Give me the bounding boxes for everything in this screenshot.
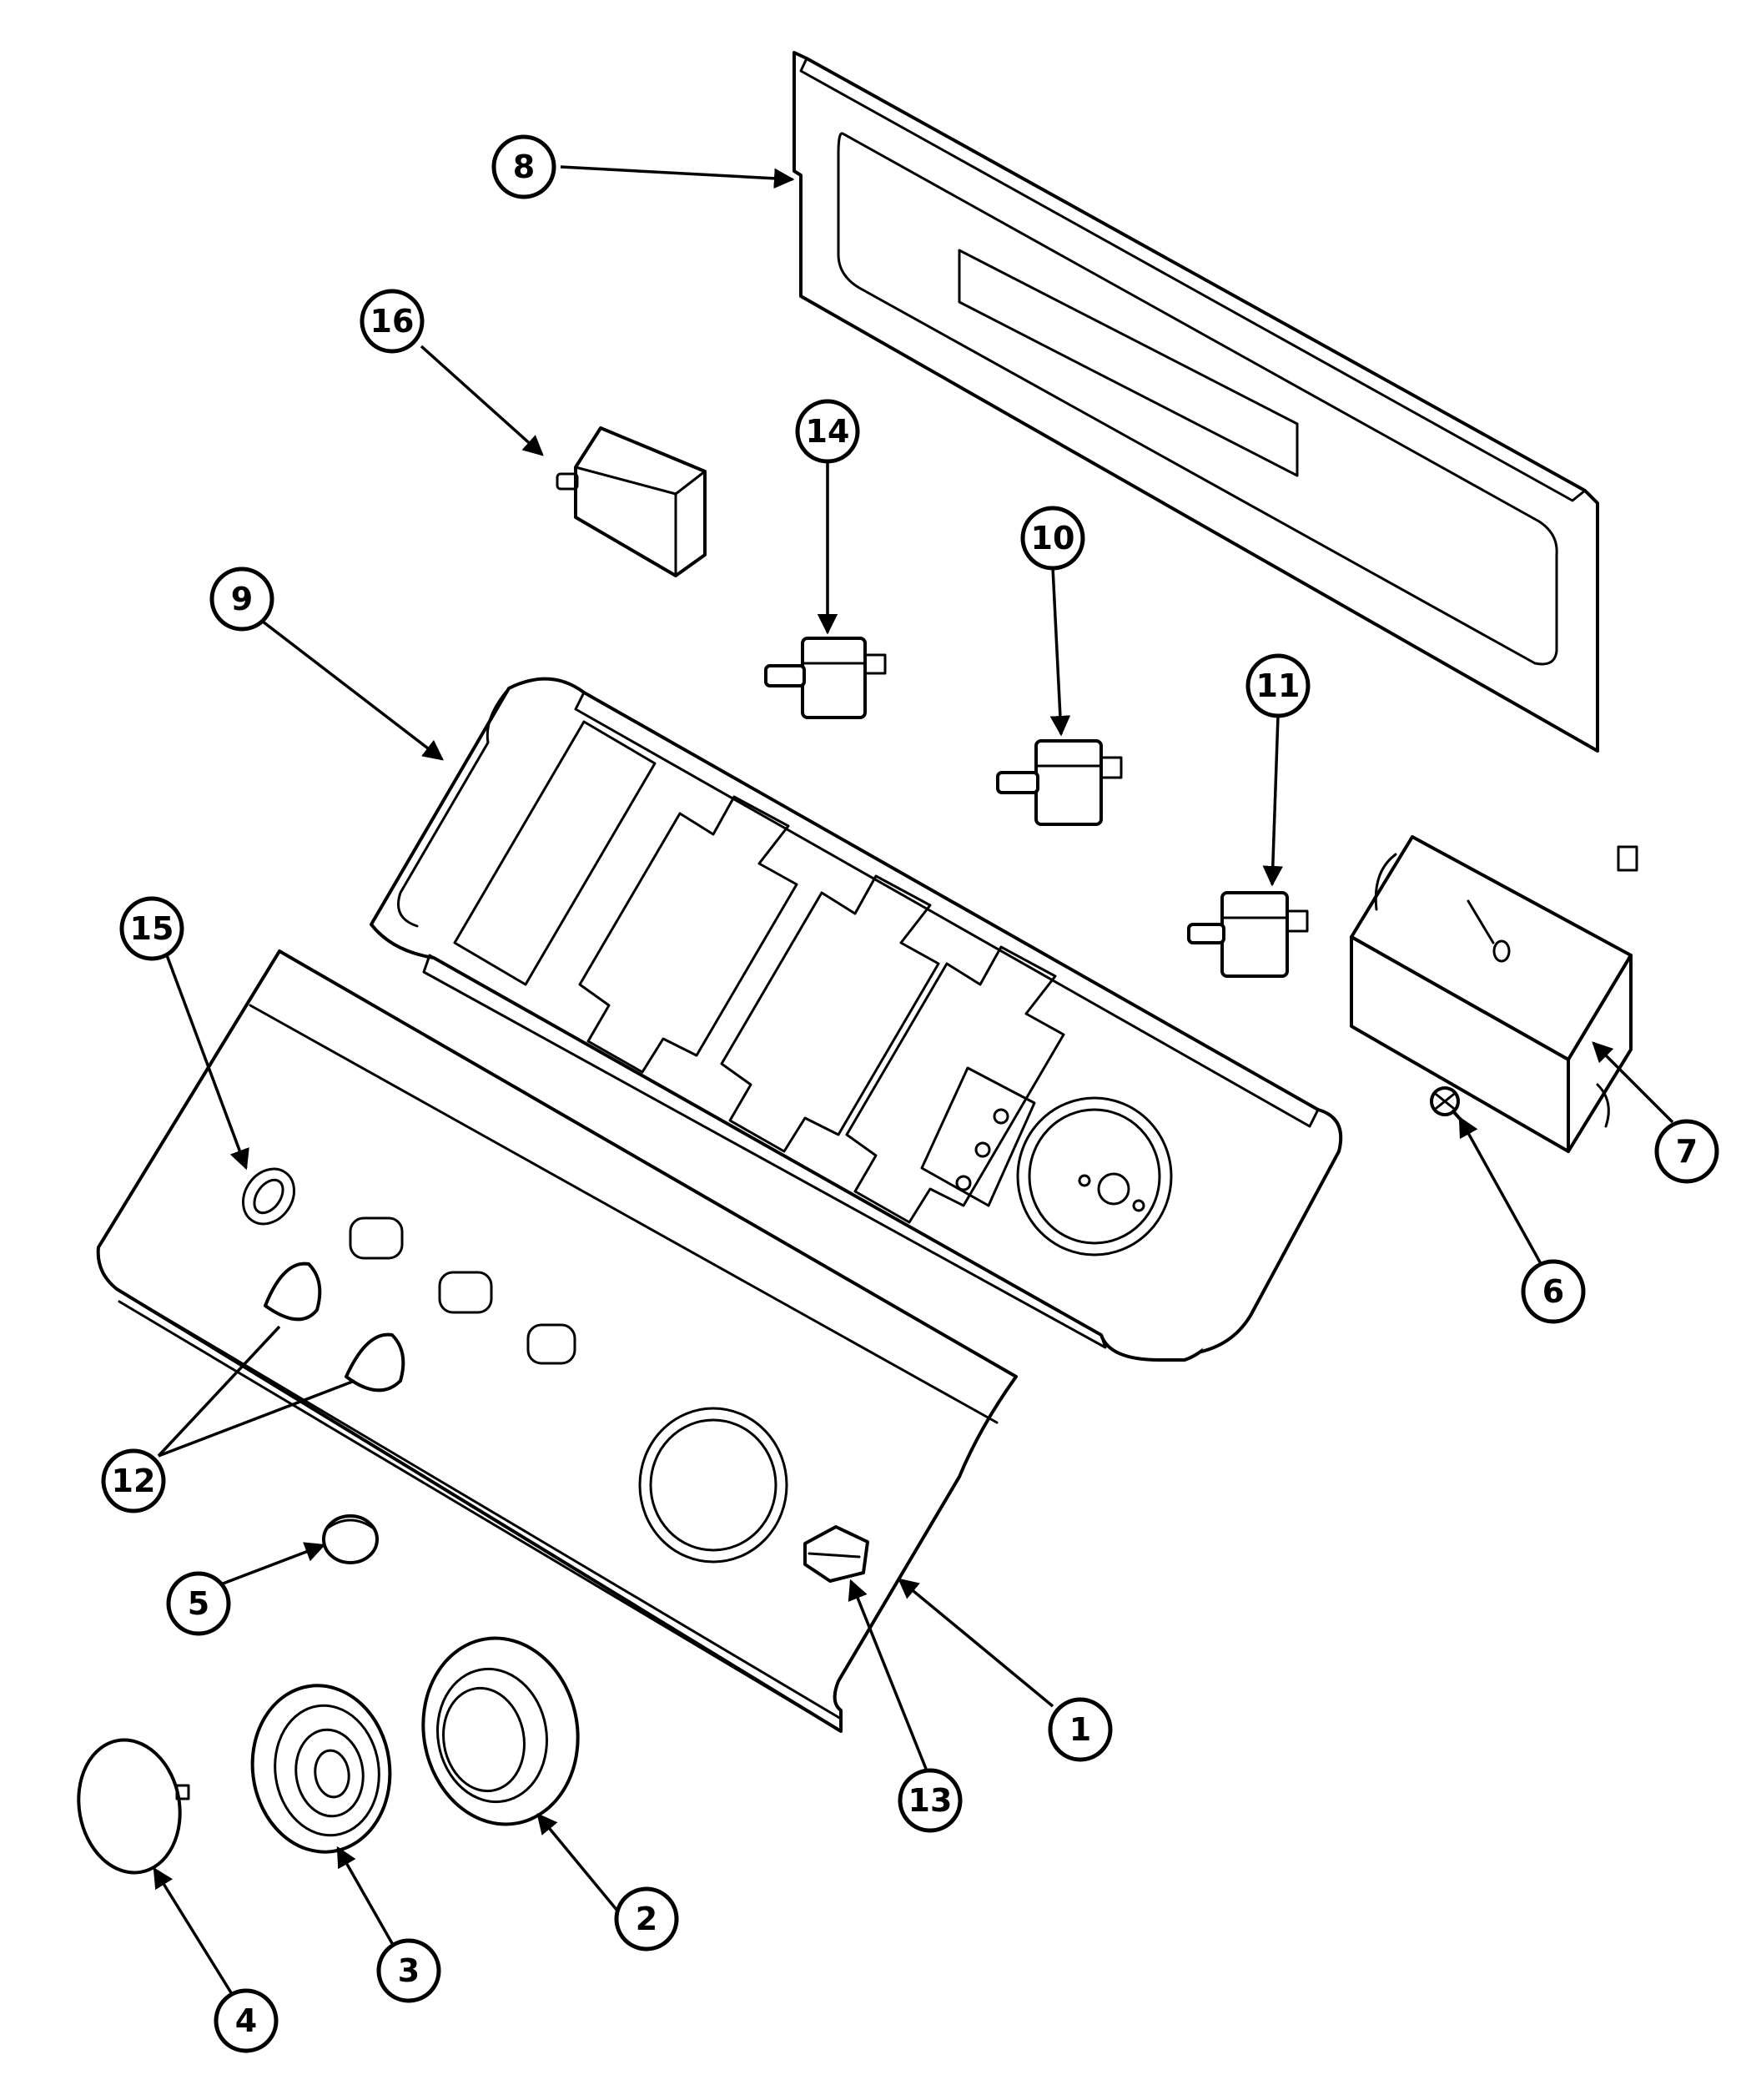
leader-16 <box>420 345 544 456</box>
leader-13 <box>848 1579 928 1770</box>
leader-2 <box>536 1813 619 1912</box>
back-panel-part-8 <box>792 51 1599 753</box>
callout-label: 12 <box>112 1463 156 1499</box>
callout-1: 1 <box>1048 1697 1113 1762</box>
leader-15 <box>165 954 249 1171</box>
callout-13: 13 <box>898 1768 963 1833</box>
callout-label: 3 <box>398 1952 420 1989</box>
switch-part-11 <box>1187 891 1309 978</box>
console-panel-part-1 <box>96 949 1018 1733</box>
callout-6: 6 <box>1521 1259 1586 1324</box>
switch-part-10 <box>996 739 1123 826</box>
leader-11 <box>1262 715 1284 887</box>
callout-label: 16 <box>370 303 415 340</box>
leader-9 <box>261 620 444 761</box>
callout-3: 3 <box>376 1938 441 2003</box>
callout-label: 14 <box>806 413 850 450</box>
leader-12a <box>157 1325 281 1458</box>
dial-bezel-part-2 <box>421 1636 580 1826</box>
callout-10: 10 <box>1020 506 1085 571</box>
leader-lines <box>153 165 1674 1995</box>
callout-label: 9 <box>231 581 253 617</box>
control-bracket-part-9 <box>370 677 1343 1362</box>
switch-part-14 <box>764 637 887 719</box>
callout-16: 16 <box>360 289 425 354</box>
callout-5: 5 <box>166 1571 231 1636</box>
callout-11: 11 <box>1245 653 1311 718</box>
leader-10 <box>1049 567 1071 737</box>
leader-7 <box>1592 1041 1674 1124</box>
callout-7: 7 <box>1654 1119 1719 1184</box>
callout-15: 15 <box>119 896 184 961</box>
callout-14: 14 <box>795 399 860 464</box>
callout-label: 7 <box>1676 1133 1698 1170</box>
callout-2: 2 <box>614 1886 679 1951</box>
knob-cap-part-4 <box>77 1738 190 1875</box>
leader-4 <box>153 1866 234 1995</box>
screw-part-6 <box>1430 1086 1470 1130</box>
callout-label: 8 <box>513 149 535 185</box>
callout-label: 11 <box>1256 667 1301 704</box>
callout-label: 2 <box>636 1901 657 1937</box>
callout-label: 4 <box>235 2002 257 2039</box>
leader-8 <box>560 165 795 189</box>
callout-label: 1 <box>1069 1711 1091 1748</box>
callout-12: 12 <box>101 1448 166 1513</box>
callout-label: 10 <box>1031 520 1075 556</box>
callout-label: 15 <box>130 910 174 947</box>
leader-5 <box>218 1542 326 1587</box>
callout-8: 8 <box>491 134 556 199</box>
timer-part-7 <box>1350 835 1638 1153</box>
relay-part-16 <box>556 426 707 577</box>
callout-label: 13 <box>908 1782 953 1819</box>
lens-part-5 <box>322 1514 379 1564</box>
leader-6 <box>1458 1115 1545 1269</box>
timer-knob-part-3 <box>250 1684 392 1854</box>
callout-4: 4 <box>214 1988 279 2053</box>
callout-label: 6 <box>1542 1273 1564 1310</box>
leader-12b <box>158 1379 355 1458</box>
callout-9: 9 <box>209 567 274 632</box>
leader-1 <box>898 1578 1054 1708</box>
callout-label: 5 <box>188 1585 209 1622</box>
leader-3 <box>336 1846 398 1951</box>
